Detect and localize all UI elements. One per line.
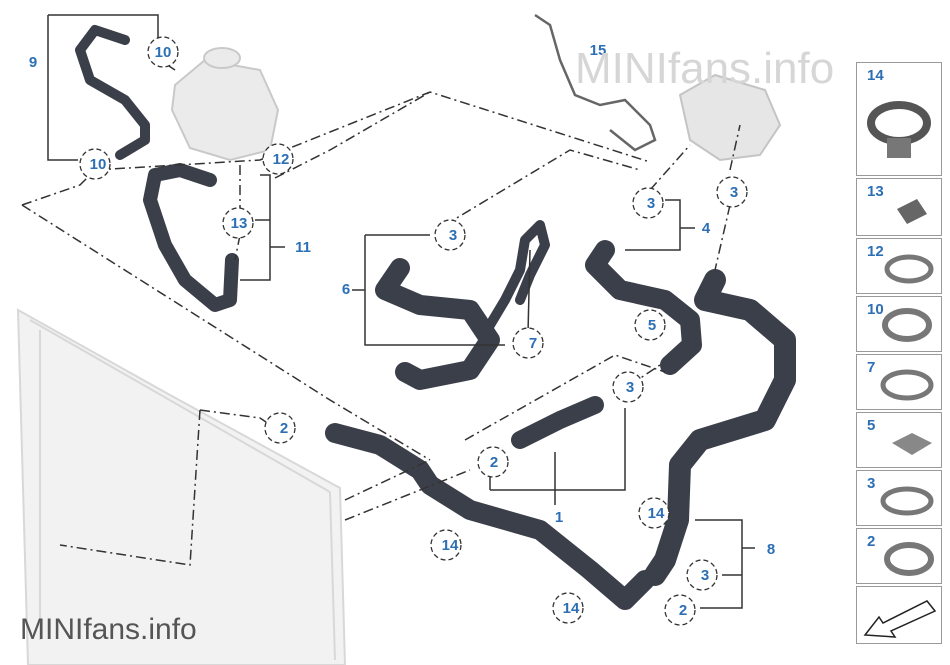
spring-clamp-icon <box>880 369 934 401</box>
hose-11 <box>143 163 239 312</box>
legend-number: 14 <box>867 67 884 84</box>
callout-14a: 14 <box>648 505 665 522</box>
callout-13: 13 <box>231 215 248 232</box>
hose-14-lower <box>325 423 655 610</box>
radiator <box>16 308 347 665</box>
legend-item: 12 <box>856 238 942 294</box>
hose-6b <box>485 220 550 330</box>
legend-item: 5 <box>856 412 942 468</box>
watermark-bottom: MINIfans.info <box>20 613 197 646</box>
callout-2c: 2 <box>679 602 687 619</box>
group-label-9: 9 <box>29 54 37 71</box>
callout-labels: 10 10 12 13 3 3 3 3 2 2 7 5 14 14 14 3 2… <box>29 42 775 619</box>
expansion-tank <box>170 47 280 162</box>
group-label-6: 6 <box>342 281 350 298</box>
spring-clamp-icon <box>884 542 934 576</box>
watermark-top: MINIfans.info <box>575 44 835 93</box>
callout-5: 5 <box>648 317 656 334</box>
legend-item <box>856 586 942 644</box>
hose-clamp-icon <box>892 433 932 455</box>
sensor-wire <box>534 13 657 152</box>
callout-3d: 3 <box>626 379 634 396</box>
callout-10b: 10 <box>90 156 107 173</box>
group-brackets <box>47 14 755 609</box>
hose-clip-icon <box>897 199 927 224</box>
hoses <box>75 25 796 610</box>
callout-3a: 3 <box>449 227 457 244</box>
callout-2a: 2 <box>280 420 288 437</box>
spring-clamp-icon <box>882 308 932 342</box>
hose-1 <box>511 396 604 449</box>
legend-item: 7 <box>856 354 942 410</box>
group-label-1: 1 <box>555 509 563 526</box>
thermostat-housing <box>678 73 782 162</box>
group-label-15: 15 <box>590 42 607 59</box>
spring-clamp-icon <box>880 486 934 516</box>
legend-item: 2 <box>856 528 942 584</box>
legend-item: 13 <box>856 178 942 236</box>
legend-item: 10 <box>856 296 942 352</box>
callout-3b: 3 <box>647 195 655 212</box>
clamp-band-icon <box>867 101 931 158</box>
group-label-11: 11 <box>295 239 311 256</box>
callout-3e: 3 <box>701 567 709 584</box>
legend-number: 7 <box>867 359 876 376</box>
spring-clamp-icon <box>884 254 934 284</box>
legend-item: 14 <box>856 62 942 176</box>
callout-12: 12 <box>273 151 290 168</box>
legend-number: 10 <box>867 301 884 318</box>
callout-10a: 10 <box>155 44 172 61</box>
hose-8-right <box>644 269 796 586</box>
group-label-8: 8 <box>767 541 775 558</box>
callout-14c: 14 <box>563 600 580 617</box>
callout-3c: 3 <box>730 184 738 201</box>
legend-number: 12 <box>867 243 884 260</box>
direction-arrow-icon <box>863 600 937 638</box>
callouts <box>79 36 748 626</box>
hose-6 <box>375 258 500 390</box>
legend-item: 3 <box>856 470 942 526</box>
legend-number: 3 <box>867 475 876 492</box>
legend-number: 13 <box>867 183 884 200</box>
callout-2b: 2 <box>490 454 498 471</box>
callout-14b: 14 <box>442 537 459 554</box>
group-label-4: 4 <box>702 220 711 237</box>
hose-9 <box>75 25 150 160</box>
callout-7: 7 <box>529 335 537 352</box>
hose-4-5 <box>585 240 702 375</box>
legend-number: 5 <box>867 417 876 434</box>
legend-number: 2 <box>867 533 876 550</box>
parts-legend: 14 13 12 10 7 5 3 <box>856 62 942 646</box>
